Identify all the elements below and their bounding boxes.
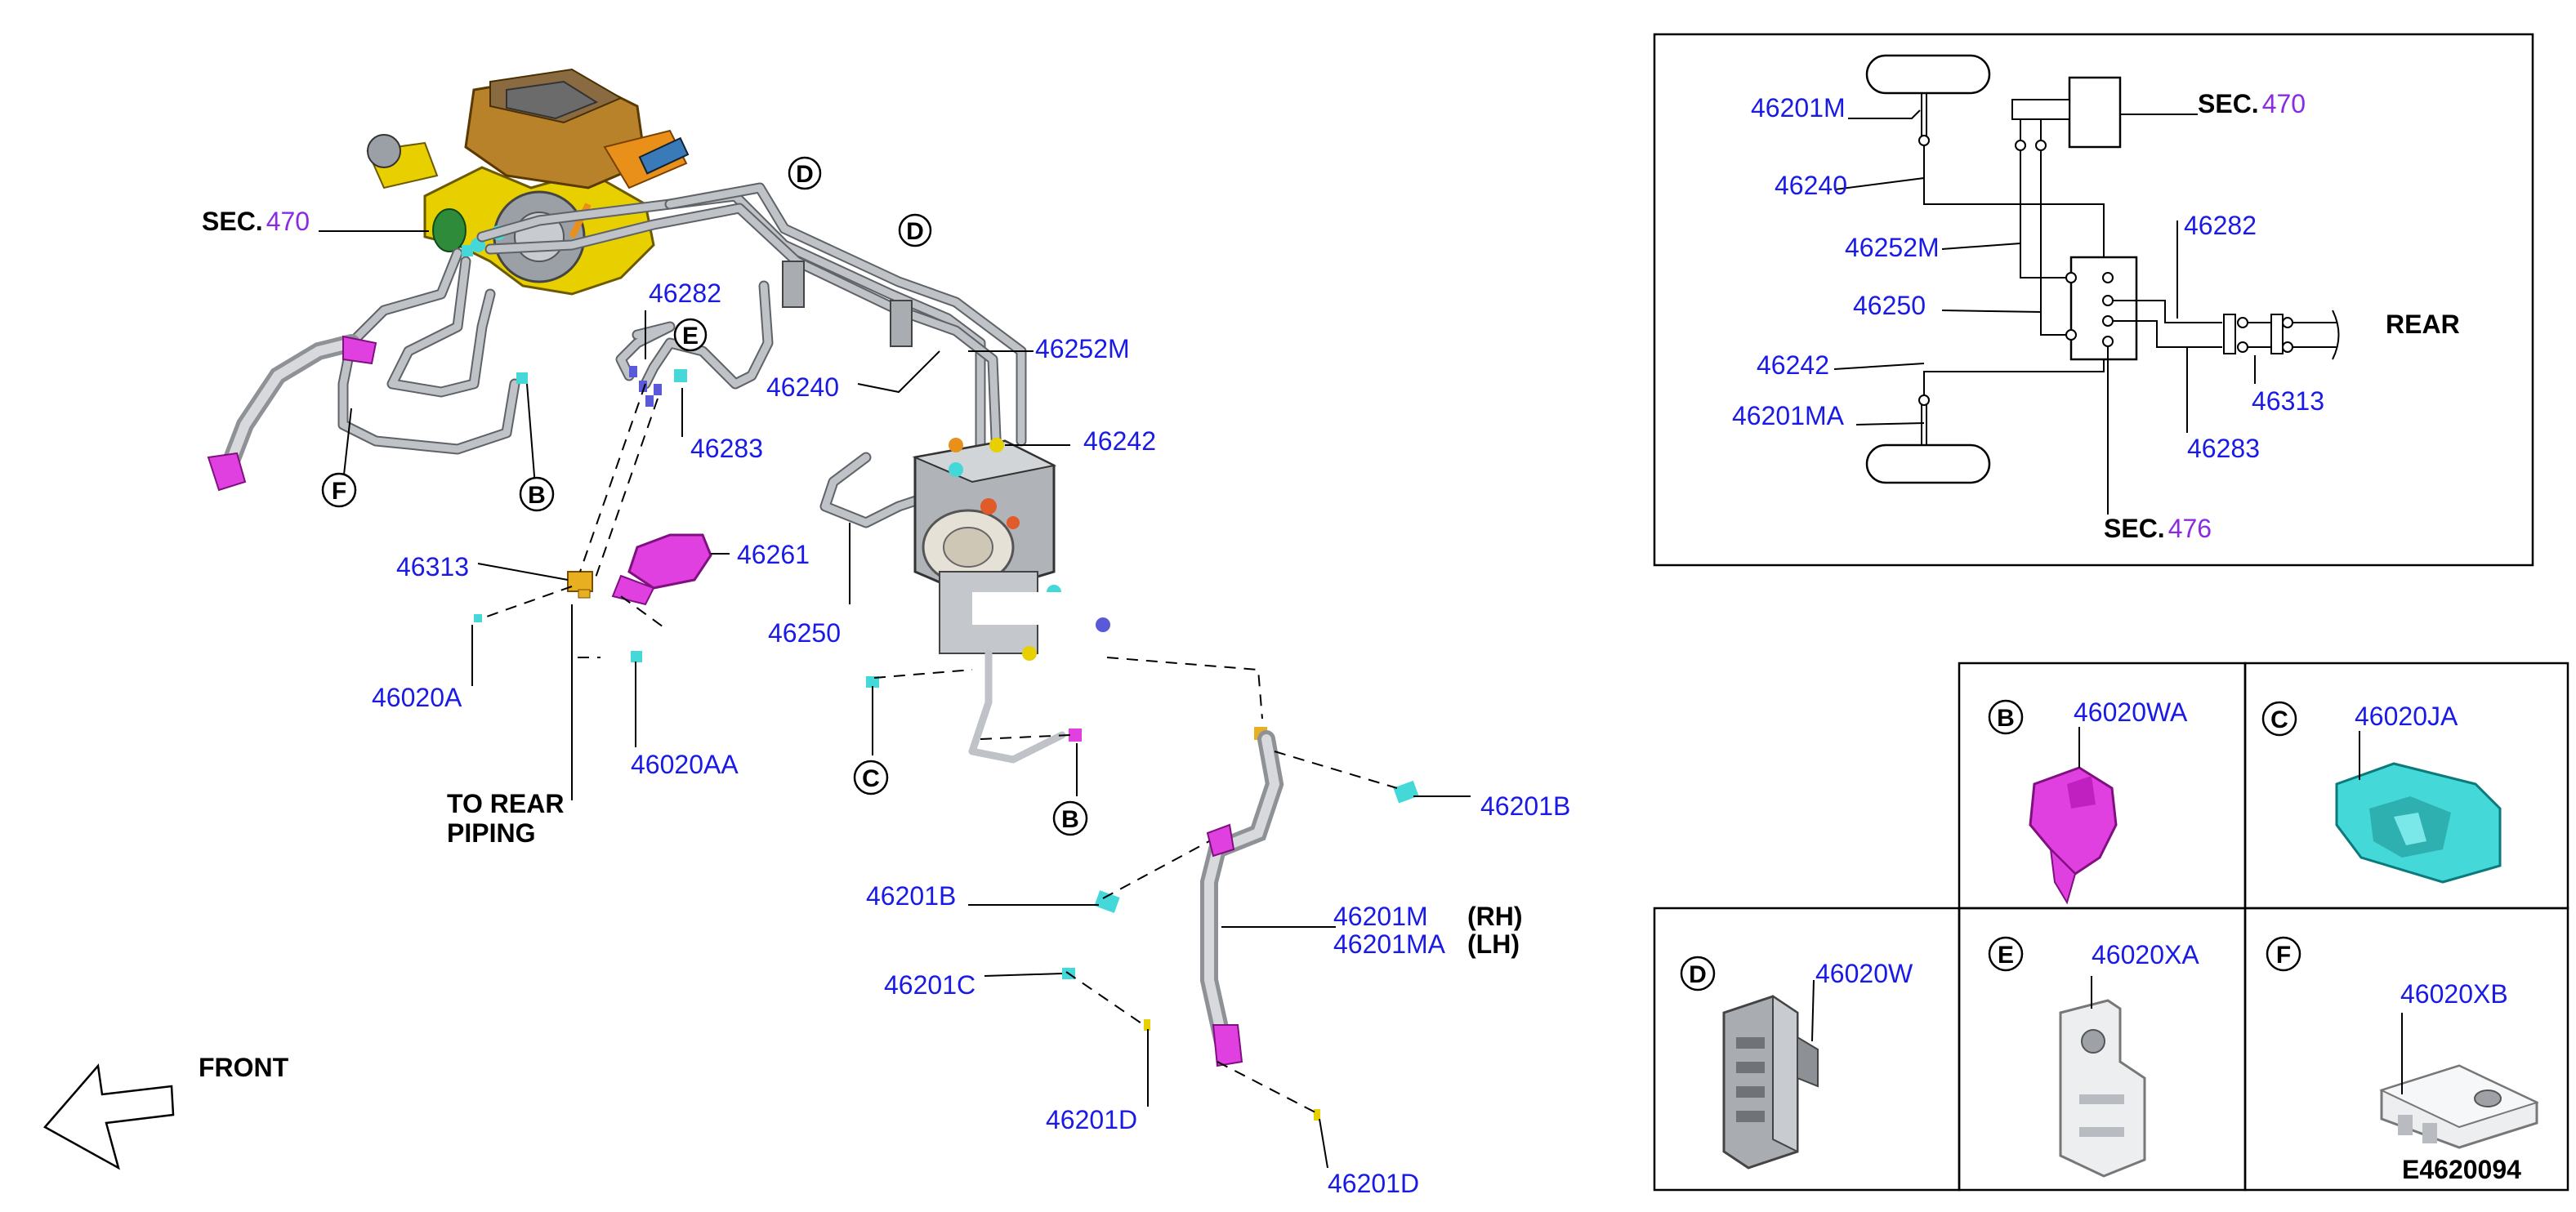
schematic-sec-476: SEC.476 [2104, 514, 2212, 543]
label-46020a: 46020A [372, 683, 462, 712]
schematic-label-46250: 46250 [1853, 291, 1926, 320]
svg-text:D: D [1689, 961, 1707, 988]
label-46020aa: 46020AA [631, 750, 739, 779]
label-rh: (RH) [1467, 902, 1523, 931]
detail-c-part-label: 46020JA [2355, 702, 2458, 731]
label-46252m: 46252M [1035, 334, 1130, 363]
detail-d-clip [1722, 979, 1819, 1170]
detail-f-callout: F [2266, 936, 2301, 972]
sec-470-label: SEC.470 [202, 207, 310, 236]
detail-d-callout: D [1680, 956, 1716, 991]
detail-f-part-label: 46020XB [2400, 979, 2508, 1009]
schematic-rear-label: REAR [2386, 310, 2460, 339]
label-46261: 46261 [737, 540, 810, 569]
front-left-hose [207, 334, 377, 492]
schematic-label-46252m: 46252M [1845, 233, 1940, 262]
label-46282: 46282 [649, 278, 721, 308]
dashed-lines [481, 383, 1398, 1113]
svg-text:E: E [682, 323, 699, 350]
svg-text:D: D [906, 218, 924, 245]
fittings [462, 245, 1419, 1121]
clip-bundle-d1 [782, 261, 913, 347]
detail-f-bracket [2379, 1013, 2539, 1149]
label-46201b-left: 46201B [866, 881, 956, 911]
label-46313: 46313 [396, 552, 469, 581]
callout-f: F [321, 472, 357, 508]
front-arrow [43, 1063, 175, 1170]
label-46242: 46242 [1083, 426, 1156, 456]
junction-46313 [567, 571, 593, 599]
svg-text:B: B [1061, 806, 1079, 833]
label-46250: 46250 [768, 618, 841, 648]
svg-text:C: C [862, 765, 880, 792]
label-46283: 46283 [690, 434, 763, 463]
label-46201d-right: 46201D [1328, 1169, 1419, 1198]
schematic-label-46240: 46240 [1775, 171, 1847, 200]
detail-e-callout: E [1988, 936, 2024, 972]
detail-e-bracket [2059, 976, 2146, 1178]
label-46201c: 46201C [884, 970, 975, 1000]
schematic-label-46242: 46242 [1757, 350, 1829, 380]
svg-text:E: E [1998, 942, 2014, 969]
label-lh: (LH) [1467, 929, 1520, 959]
schematic-label-46283: 46283 [2187, 434, 2260, 463]
callout-d-1: D [788, 156, 822, 190]
callout-c: C [853, 760, 889, 795]
svg-text:C: C [2270, 706, 2288, 733]
schematic-label-46313: 46313 [2252, 386, 2324, 416]
diagram-id-label: E4620094 [2402, 1155, 2521, 1184]
schematic-sec-470: SEC.470 [2198, 89, 2306, 118]
piping-schematic: 46201M 46240 46252M 46250 46242 46201MA … [1653, 33, 2534, 567]
svg-text:D: D [796, 161, 814, 188]
svg-text:F: F [332, 478, 346, 505]
detail-c-callout: C [2261, 701, 2297, 737]
detail-c-clip [2335, 731, 2502, 884]
main-view: D D E F B C B SEC.470 46282 46252M 46240… [43, 68, 1570, 1198]
label-46240: 46240 [766, 372, 839, 402]
front-label: FRONT [199, 1053, 289, 1082]
detail-panels: B 46020WA C 46020JA D 46020W [1653, 662, 2569, 1192]
svg-text:B: B [1997, 705, 2015, 732]
label-46201m: 46201M [1333, 902, 1428, 931]
detail-b-callout: B [1988, 699, 2024, 735]
label-46201ma: 46201MA [1333, 929, 1446, 959]
schematic-label-46282: 46282 [2184, 211, 2257, 240]
label-46201b-right: 46201B [1480, 791, 1570, 821]
detail-b-part-label: 46020WA [2074, 697, 2188, 727]
leader-lines [319, 230, 1471, 1169]
schematic-label-46201m: 46201M [1751, 93, 1846, 123]
label-46201d-left: 46201D [1046, 1105, 1137, 1134]
schematic-label-46201ma: 46201MA [1732, 401, 1845, 430]
svg-text:F: F [2276, 942, 2291, 969]
detail-b-clip [2029, 727, 2118, 905]
callout-e: E [673, 318, 708, 352]
callout-d-2: D [898, 213, 932, 247]
detail-e-part-label: 46020XA [2092, 940, 2199, 969]
callout-b-1: B [519, 476, 555, 512]
rear-hose [1200, 730, 1284, 1067]
bracket-46261 [611, 533, 712, 606]
callout-b-2: B [1052, 800, 1088, 836]
detail-d-part-label: 46020W [1815, 959, 1913, 988]
brake-booster-assembly [366, 68, 690, 296]
abs-hcu-unit [912, 438, 1110, 764]
svg-text:B: B [528, 482, 546, 509]
